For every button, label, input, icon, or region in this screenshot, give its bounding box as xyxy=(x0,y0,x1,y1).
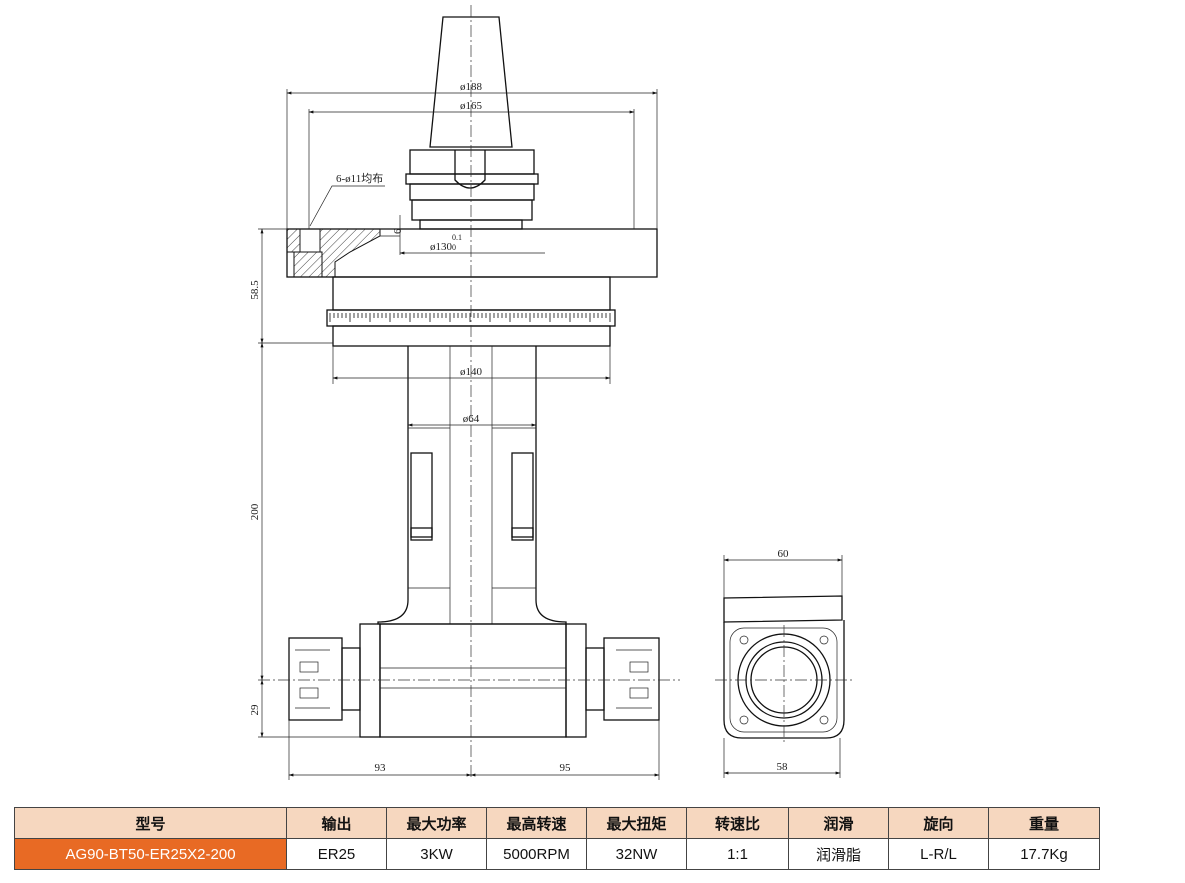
dim-h29: 29 xyxy=(249,704,261,716)
column-body xyxy=(377,346,567,625)
header-output: 输出 xyxy=(286,807,387,839)
collet-neck-right xyxy=(585,647,605,711)
dim-d165: ø165 xyxy=(460,100,483,112)
cell-weight: 17.7Kg xyxy=(988,838,1100,870)
technical-drawing: ø188 ø165 6-ø11均布 6 ø130 0.1 0 58.5 ø140… xyxy=(249,5,852,780)
end-block-right xyxy=(565,623,587,738)
grip-top xyxy=(409,149,535,175)
housing-upper xyxy=(332,276,611,311)
screw-left xyxy=(410,527,433,541)
key-slot xyxy=(454,150,486,189)
cell-lubrication: 润滑脂 xyxy=(788,838,889,870)
header-speed-ratio: 转速比 xyxy=(686,807,789,839)
taper-shank xyxy=(429,16,513,148)
cell-output: ER25 xyxy=(286,838,387,870)
header-max-torque: 最大扭矩 xyxy=(586,807,687,839)
end-block-left xyxy=(359,623,381,738)
header-weight: 重量 xyxy=(988,807,1100,839)
header-rotation: 旋向 xyxy=(888,807,989,839)
cell-max-speed: 5000RPM xyxy=(486,838,587,870)
side-bolt-1 xyxy=(739,635,749,645)
grip-mid xyxy=(409,183,535,201)
cell-max-power: 3KW xyxy=(386,838,487,870)
dim-six: 6 xyxy=(392,228,404,234)
dim-d188: ø188 xyxy=(460,81,483,93)
header-max-power: 最大功率 xyxy=(386,807,487,839)
dim-w93: 93 xyxy=(375,762,387,774)
grip-lower xyxy=(411,199,533,221)
cell-max-torque: 32NW xyxy=(586,838,687,870)
dim-d130-tol-low: 0 xyxy=(452,243,456,252)
spec-header-row: 型号 输出 最大功率 最高转速 最大扭矩 转速比 润滑 旋向 重量 xyxy=(14,807,1100,839)
dim-d64: ø64 xyxy=(463,413,480,425)
side-bolt-4 xyxy=(819,715,829,725)
cell-model: AG90-BT50-ER25X2-200 xyxy=(14,838,287,870)
collet-neck-left xyxy=(341,647,361,711)
slot-left xyxy=(410,452,433,538)
spindle-housing xyxy=(379,623,567,738)
side-bolt-2 xyxy=(819,635,829,645)
front-view xyxy=(258,5,680,780)
dim-h200: 200 xyxy=(249,503,261,520)
dim-h58: 58.5 xyxy=(249,280,261,300)
cell-rotation: L-R/L xyxy=(888,838,989,870)
cell-speed-ratio: 1:1 xyxy=(686,838,789,870)
side-housing xyxy=(723,620,845,739)
side-top-band xyxy=(723,595,843,623)
slot-right xyxy=(511,452,534,538)
v-groove-upper xyxy=(405,173,539,185)
header-lubrication: 润滑 xyxy=(788,807,889,839)
side-bolt-3 xyxy=(739,715,749,725)
dim-d140: ø140 xyxy=(460,366,483,378)
header-max-speed: 最高转速 xyxy=(486,807,587,839)
dim-w58: 58 xyxy=(777,761,789,773)
dim-w60: 60 xyxy=(778,548,790,560)
dim-d130-tol: 0.1 xyxy=(452,233,462,242)
dim-w95: 95 xyxy=(560,762,572,774)
side-view: 60 58 xyxy=(715,548,852,778)
spec-table: 型号 输出 最大功率 最高转速 最大扭矩 转速比 润滑 旋向 重量 AG90-B… xyxy=(14,807,1100,870)
scale-ticks xyxy=(329,313,611,322)
screw-right xyxy=(511,527,534,541)
dim-holes: 6-ø11均布 xyxy=(336,172,383,185)
spec-data-row: AG90-BT50-ER25X2-200 ER25 3KW 5000RPM 32… xyxy=(14,838,1100,870)
dimensions: ø188 ø165 6-ø11均布 6 ø130 0.1 0 58.5 ø140… xyxy=(249,81,660,780)
housing-lower xyxy=(332,325,611,347)
dim-d130: ø130 xyxy=(430,241,453,253)
header-model: 型号 xyxy=(14,807,287,839)
